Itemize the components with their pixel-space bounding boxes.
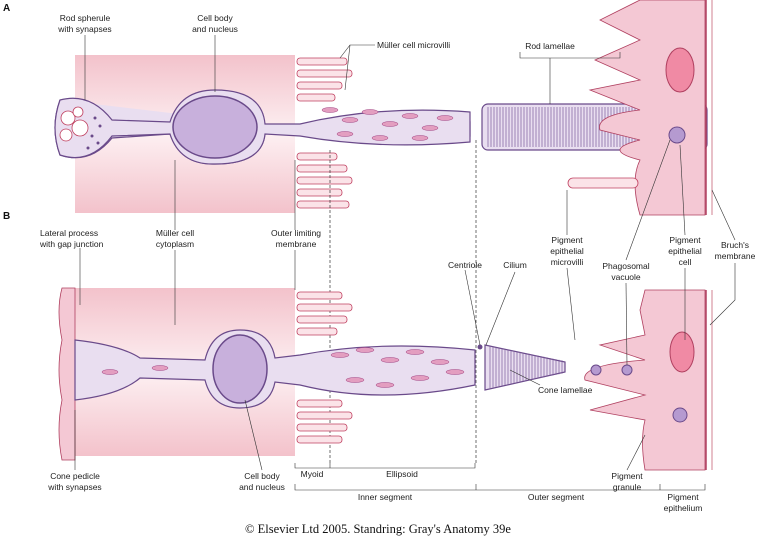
phagosome-b bbox=[672, 407, 688, 423]
rod-cell-diagram bbox=[54, 0, 713, 465]
cone-cell-body bbox=[74, 329, 476, 409]
cone-mitochondria bbox=[101, 347, 465, 388]
label-cone-lamellae: Cone lamellae bbox=[538, 385, 593, 395]
muller-microvilli-b bbox=[296, 291, 353, 444]
label-inner-segment: Inner segment bbox=[358, 492, 413, 502]
leader-lines bbox=[74, 35, 736, 491]
synaptic-dots-a bbox=[86, 116, 102, 150]
vacuole-b2 bbox=[590, 364, 602, 376]
cone-cell-diagram bbox=[58, 287, 713, 471]
phagosomal-vacuole-b bbox=[621, 364, 633, 376]
cone-pedicle bbox=[58, 287, 76, 461]
panel-b-label: B bbox=[3, 211, 10, 222]
pigment-epithelium-b bbox=[584, 289, 706, 471]
pe-microvillus-a bbox=[567, 177, 639, 189]
label-ellipsoid: Ellipsoid bbox=[386, 469, 418, 479]
copyright-notice: © Elsevier Ltd 2005. Standring: Gray's A… bbox=[245, 522, 511, 536]
label-myoid: Myoid bbox=[301, 469, 324, 479]
label-rod-lamellae: Rod lamellae bbox=[525, 41, 575, 51]
cone-lamellae-stack bbox=[489, 346, 563, 388]
rod-cell-body bbox=[54, 89, 471, 165]
phagosome-a bbox=[668, 126, 686, 144]
synaptic-vesicles-a bbox=[59, 106, 89, 142]
rod-mitochondria bbox=[321, 107, 454, 141]
centriole-mark bbox=[477, 344, 483, 350]
panel-a-label: A bbox=[3, 3, 10, 14]
pe-nucleus-a bbox=[665, 47, 695, 93]
cone-nucleus bbox=[212, 334, 268, 404]
label-centriole: Centriole bbox=[448, 260, 482, 270]
muller-microvilli-a bbox=[296, 57, 353, 209]
rod-nucleus bbox=[172, 95, 258, 159]
pe-nucleus-b bbox=[669, 331, 695, 373]
label-muller-microvilli: Müller cell microvilli bbox=[377, 40, 450, 50]
label-cilium: Cilium bbox=[503, 260, 527, 270]
label-outer-segment: Outer segment bbox=[528, 492, 585, 502]
